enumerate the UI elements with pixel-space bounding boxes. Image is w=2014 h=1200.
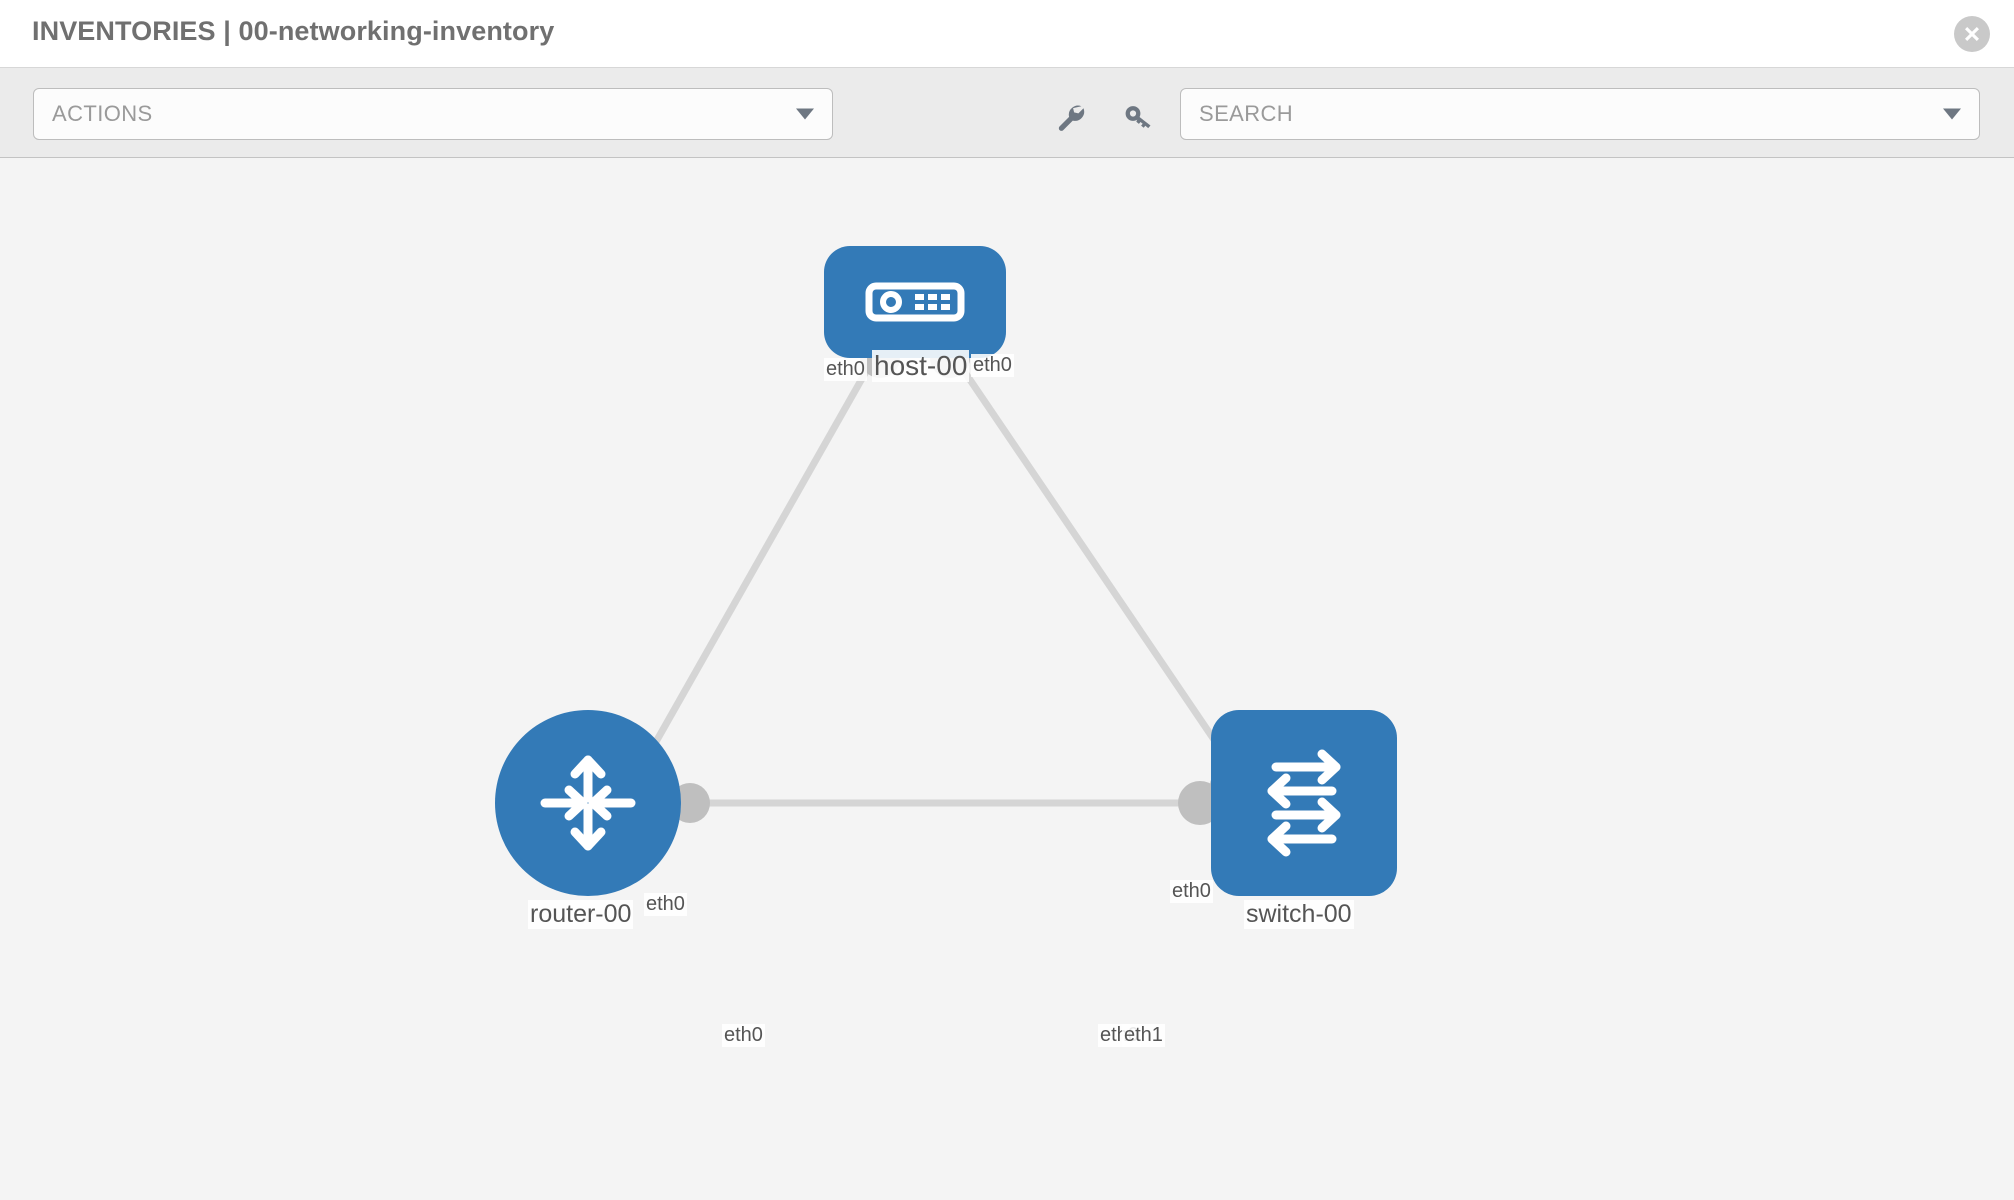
key-icon[interactable] (1120, 98, 1156, 134)
interface-label-switch-eth1: eth1 (1122, 1024, 1165, 1047)
interface-label-switch-eth0-up: eth0 (1170, 880, 1213, 903)
wrench-icon[interactable] (1052, 98, 1088, 134)
switch-arrows-icon (1267, 749, 1341, 857)
link-host-router[interactable] (636, 366, 872, 772)
node-router-00-label: router-00 (528, 900, 634, 929)
toolbar: ACTIONS SEARCH (0, 68, 2014, 158)
node-host-00[interactable] (824, 246, 1006, 358)
node-switch-00-label: switch-00 (1244, 900, 1354, 929)
topology-links-layer (636, 338, 1254, 825)
server-icon (865, 282, 965, 322)
node-host-00-shape[interactable] (824, 246, 1006, 358)
chevron-down-icon (1943, 108, 1961, 120)
node-router-00-shape[interactable] (495, 710, 681, 896)
interface-label-host-eth0-right: eth0 (971, 354, 1014, 377)
search-input[interactable]: SEARCH (1180, 88, 1980, 140)
topology-canvas[interactable]: host-00 eth0 eth0 (0, 158, 2014, 1200)
node-host-00-label: host-00 (872, 350, 970, 382)
node-switch-00[interactable] (1211, 710, 1397, 896)
interface-label-router-eth0-right: eth0 (722, 1024, 765, 1047)
actions-dropdown[interactable]: ACTIONS (33, 88, 833, 140)
node-router-00[interactable] (495, 710, 681, 896)
interface-label-host-eth0-left: eth0 (824, 358, 867, 381)
link-host-switch[interactable] (959, 366, 1243, 780)
close-icon[interactable] (1954, 16, 1990, 52)
actions-dropdown-label: ACTIONS (52, 101, 153, 126)
chevron-down-icon (796, 108, 814, 120)
router-arrows-icon (540, 755, 636, 851)
page-title: INVENTORIES | 00-networking-inventory (32, 16, 555, 46)
node-switch-00-shape[interactable] (1211, 710, 1397, 896)
search-placeholder: SEARCH (1199, 101, 1294, 126)
page-header: INVENTORIES | 00-networking-inventory (0, 0, 2014, 68)
interface-label-router-eth0-up: eth0 (644, 893, 687, 916)
